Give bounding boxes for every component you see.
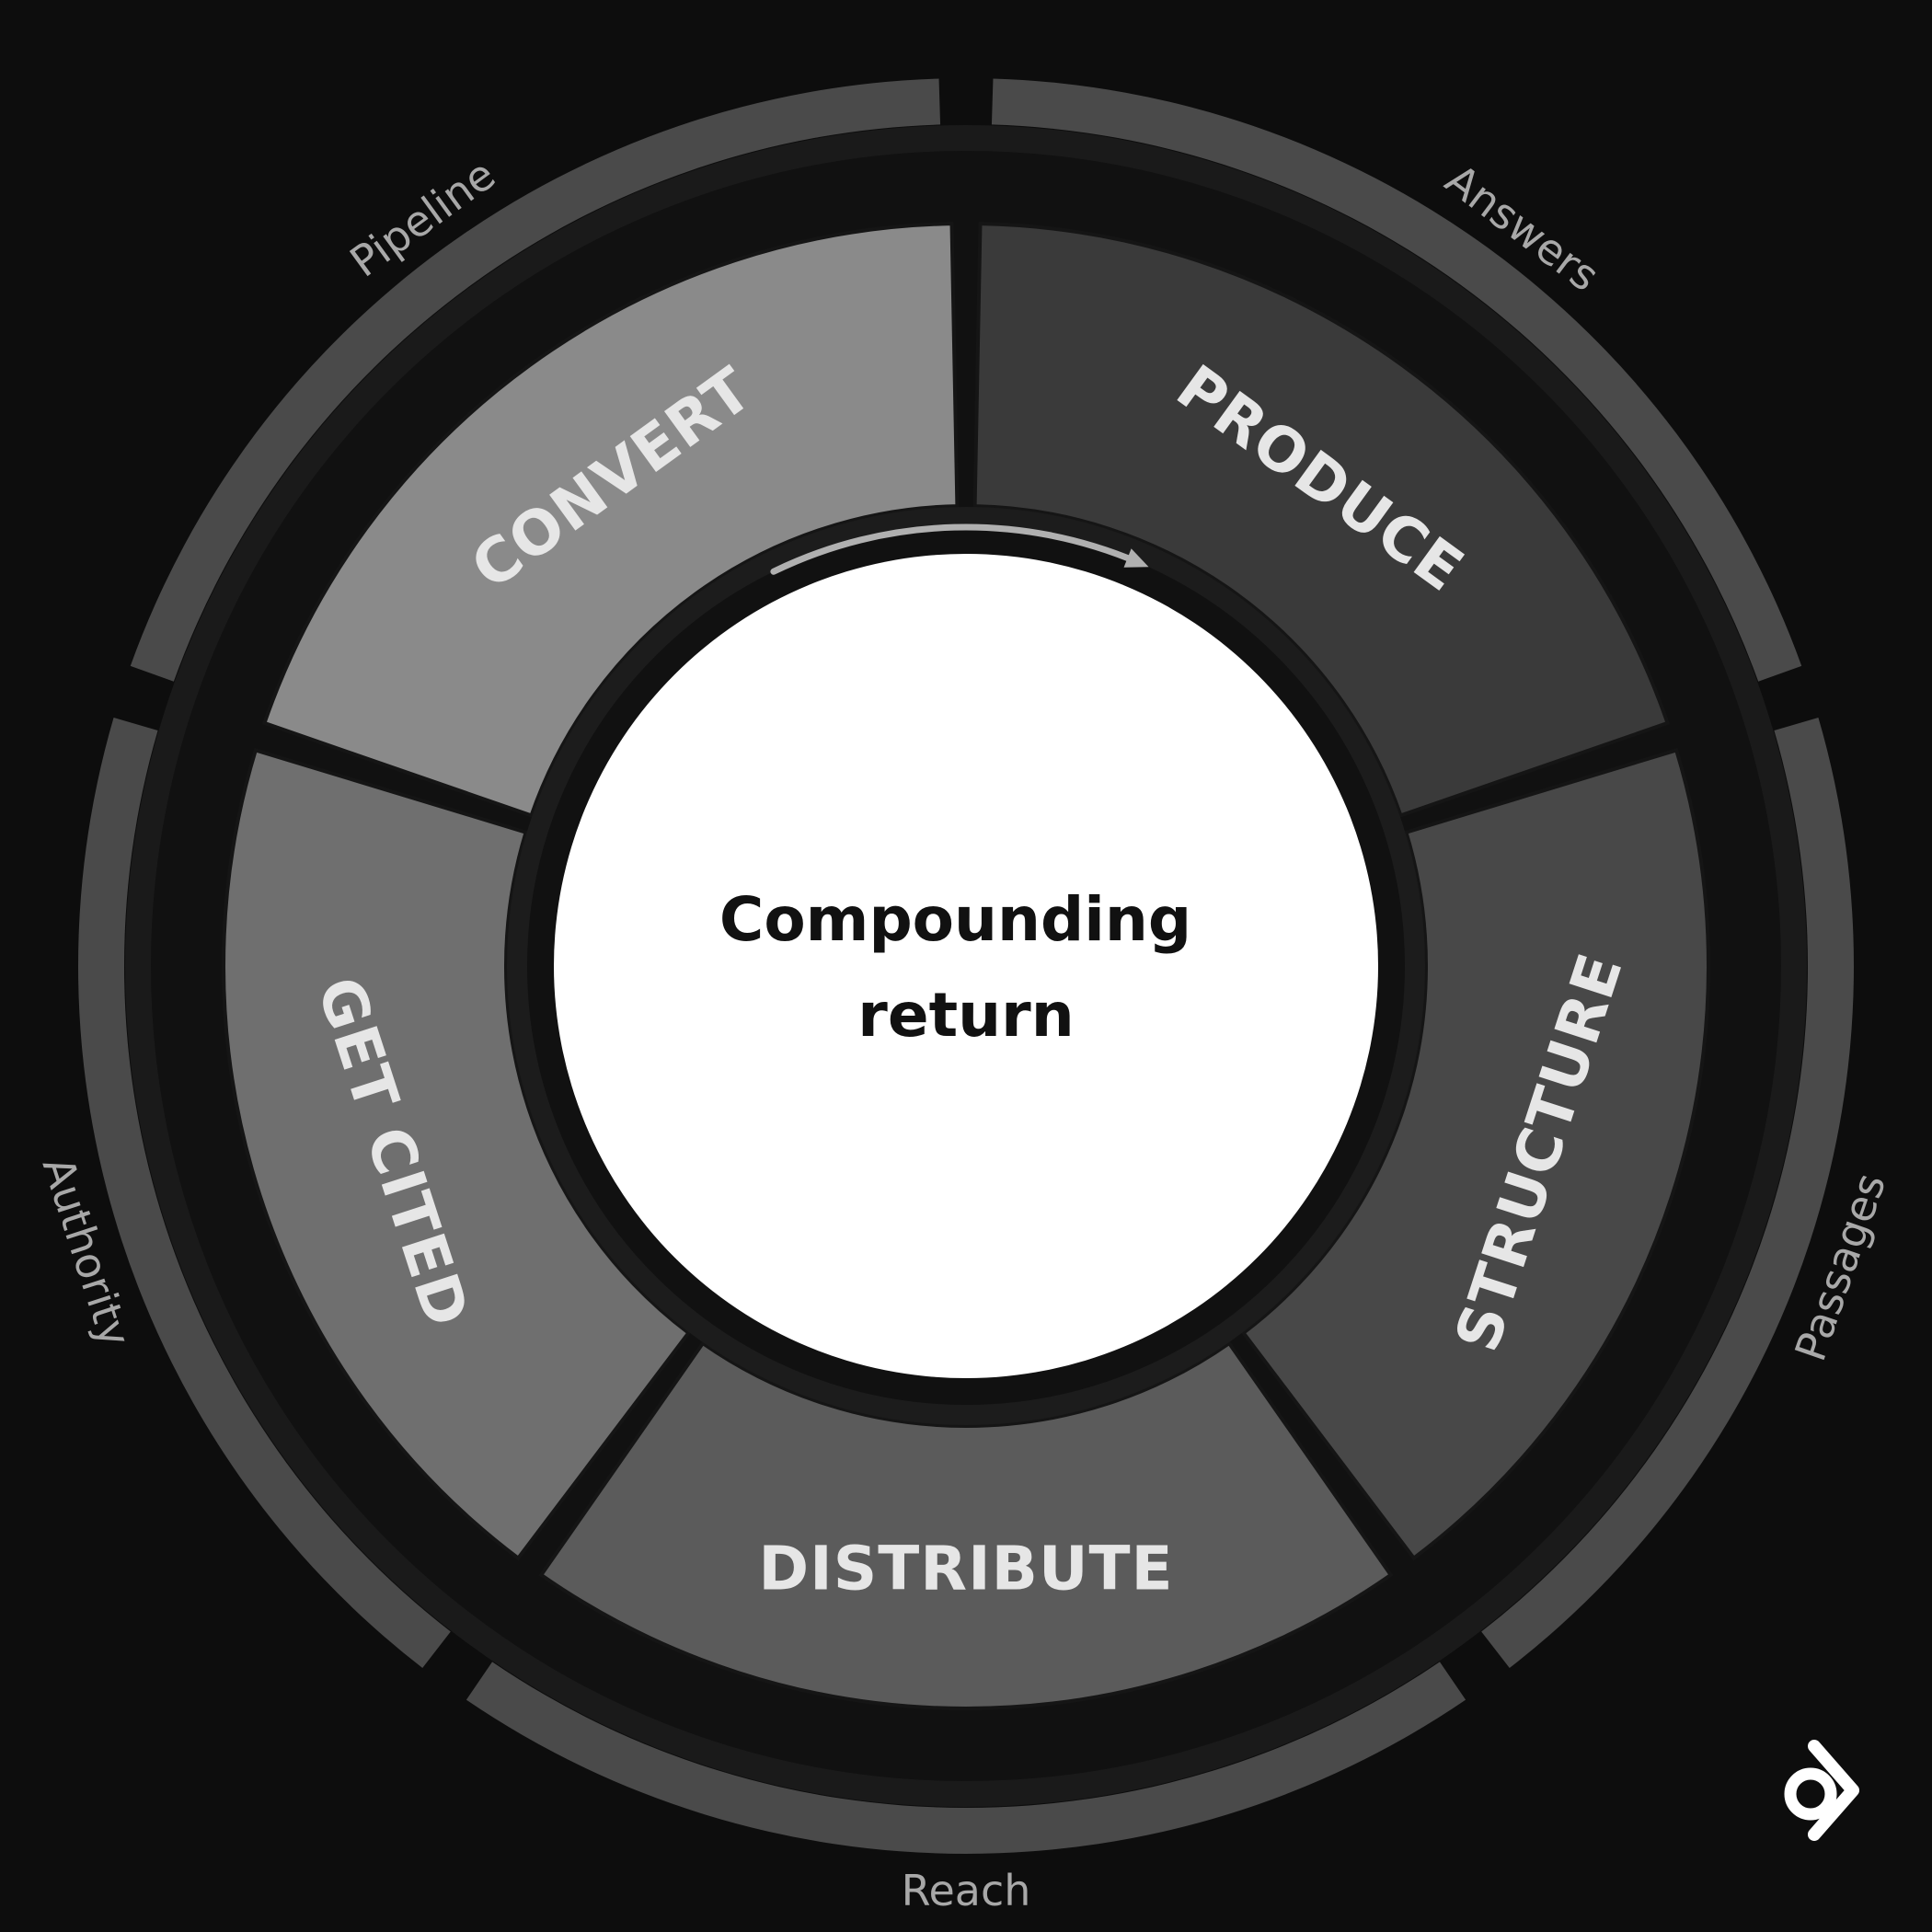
outer-label-reach: Reach: [902, 1866, 1031, 1915]
center-title-line-1: Compounding: [719, 884, 1191, 955]
outer-band-2: [1481, 717, 1854, 1669]
segment-label-distribute: DISTRIBUTE: [758, 1534, 1173, 1604]
segment-get-cited: [222, 747, 692, 1561]
outer-band-3: [466, 1662, 1466, 1855]
center-title-line-2: return: [857, 980, 1074, 1051]
segment-structure: [1240, 747, 1710, 1561]
center-circle: [554, 554, 1378, 1378]
brand-logo-icon: [1784, 1740, 1859, 1841]
segment-ring: [222, 222, 1710, 1710]
outer-band-4: [78, 717, 451, 1669]
segment-produce: [972, 222, 1671, 818]
center-title: Compounding return: [719, 884, 1213, 1051]
outer-band-ring: [78, 78, 1854, 1855]
segment-distribute: [538, 1340, 1394, 1710]
flow-arrow-icon: [770, 523, 1141, 575]
flow-arrowhead-icon: [1123, 548, 1149, 568]
outer-band-5: [130, 78, 941, 682]
outer-band-1: [991, 78, 1802, 682]
segment-convert: [261, 222, 960, 818]
